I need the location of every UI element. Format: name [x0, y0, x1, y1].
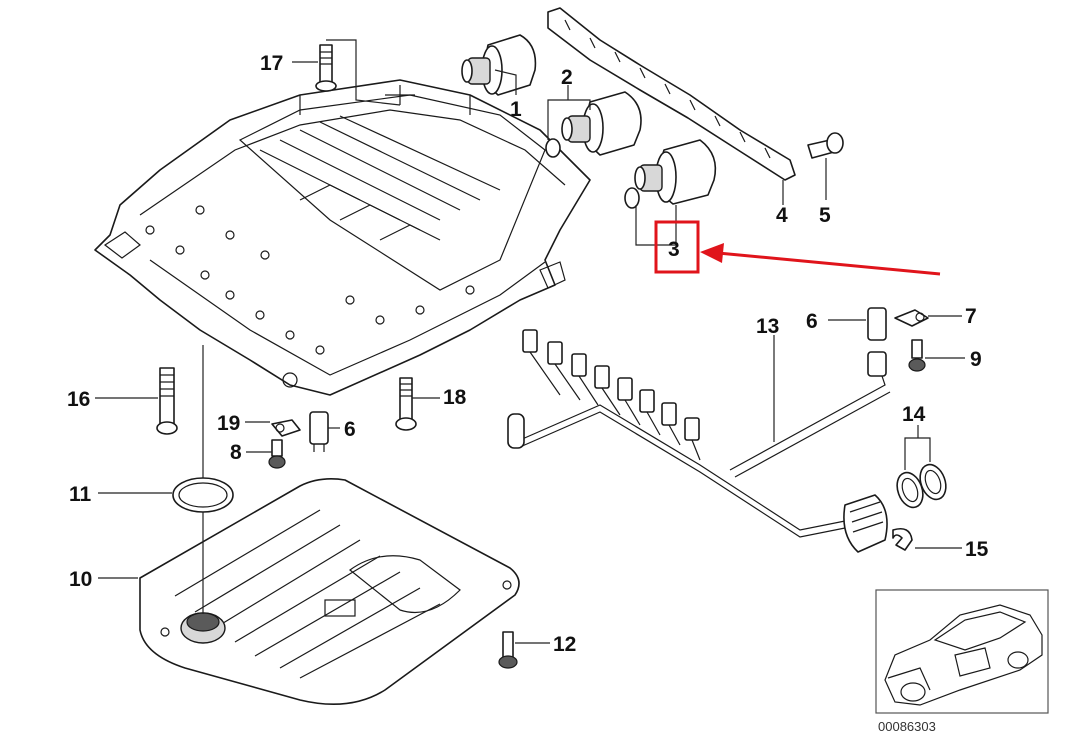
label-part-13: 13 — [756, 315, 779, 338]
part-labels: 17 1 2 3 4 5 13 6 7 9 16 18 19 6 8 14 11… — [67, 52, 989, 656]
label-part-12: 12 — [553, 633, 576, 656]
bolt-16 — [156, 367, 178, 435]
plug-6-right — [867, 307, 887, 377]
plug-6-left — [309, 411, 329, 452]
wiring-harness-13 — [507, 329, 891, 553]
clip-19 — [271, 419, 301, 437]
label-part-5: 5 — [819, 204, 831, 227]
leader-lines — [95, 39, 965, 644]
label-part-10: 10 — [69, 568, 92, 591]
bolt-18 — [395, 377, 417, 431]
o-rings-14 — [896, 463, 947, 509]
valve-body — [94, 79, 591, 396]
diagram-reference-code: 00086303 — [878, 719, 936, 734]
label-part-16: 16 — [67, 388, 90, 411]
screw-8 — [268, 439, 286, 469]
label-part-14: 14 — [902, 403, 926, 426]
bolt-17 — [315, 44, 337, 92]
screw-9 — [908, 339, 926, 372]
label-part-1: 1 — [510, 98, 522, 121]
highlight-arrow-head — [700, 243, 724, 263]
oil-filter-10 — [139, 478, 520, 705]
label-part-17: 17 — [260, 52, 283, 75]
vehicle-thumbnail: 00086303 — [875, 589, 1049, 734]
label-part-6-left: 6 — [344, 418, 356, 441]
label-part-4: 4 — [776, 204, 788, 227]
screw-12 — [498, 631, 518, 669]
car-icon — [884, 604, 1043, 706]
label-part-9: 9 — [970, 348, 982, 371]
label-part-15: 15 — [965, 538, 989, 561]
solenoid-valve-3 — [624, 139, 717, 209]
clip-7 — [894, 309, 929, 327]
highlight-annotation — [654, 220, 941, 276]
highlight-arrow-shaft — [717, 251, 941, 276]
highlight-box — [654, 220, 700, 274]
screw-5 — [807, 132, 844, 159]
solenoid-holder-4 — [547, 7, 796, 181]
label-part-3: 3 — [668, 238, 680, 261]
solenoid-valve-2 — [545, 91, 642, 158]
label-part-19: 19 — [217, 412, 240, 435]
solenoid-valve-1 — [461, 34, 537, 96]
label-part-2: 2 — [561, 66, 573, 89]
label-part-8: 8 — [230, 441, 242, 464]
label-part-6-right: 6 — [806, 310, 818, 333]
clip-15 — [892, 527, 913, 551]
label-part-18: 18 — [443, 386, 467, 409]
label-part-11: 11 — [69, 483, 92, 506]
label-part-7: 7 — [965, 305, 977, 328]
gasket-11 — [172, 477, 234, 513]
